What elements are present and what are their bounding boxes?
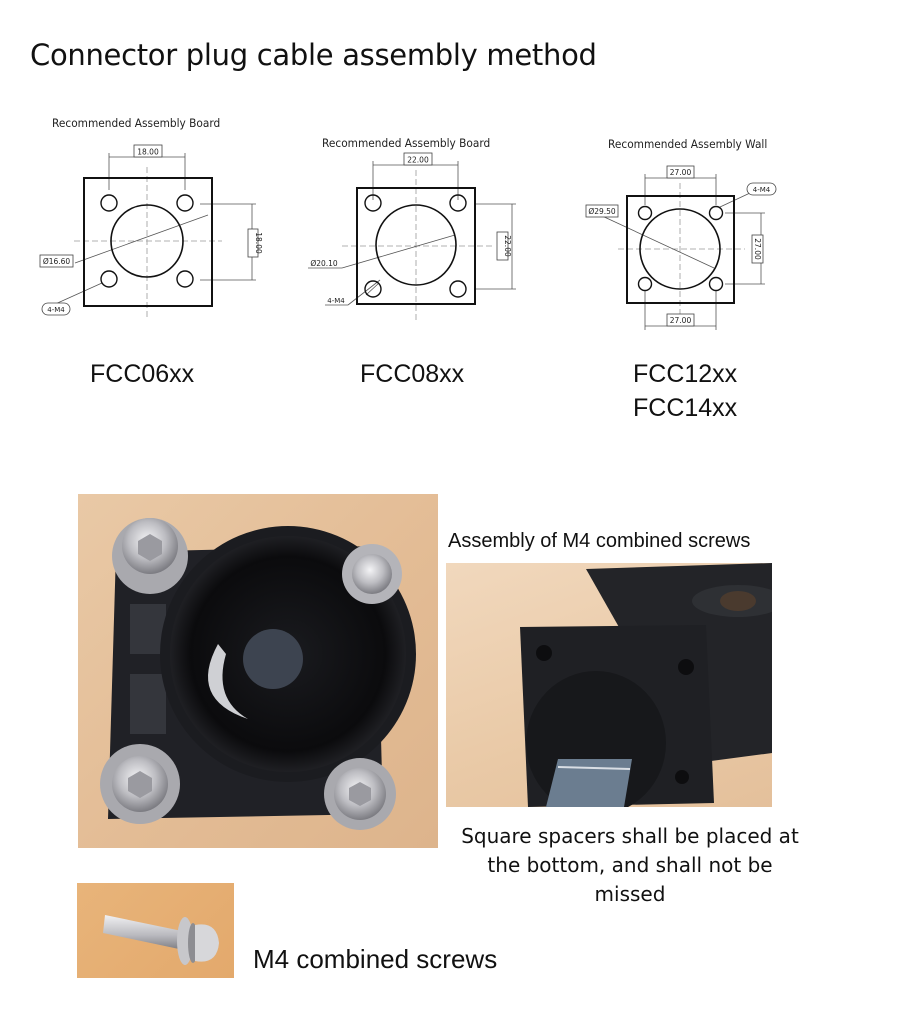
drawing-heading: Recommended Assembly Board (52, 116, 221, 130)
dim-horizontal: 22.00 (407, 156, 429, 165)
model-label: FCC12xx (633, 360, 738, 388)
dim-vertical: 18.00 (254, 232, 263, 254)
dim-diameter: Ø29.50 (588, 207, 616, 216)
assembly-caption: Assembly of M4 combined screws (448, 530, 751, 552)
dim-vertical: 22.00 (503, 235, 512, 257)
dim-mounting-holes: 4-M4 (47, 306, 65, 314)
dim-vertical: 27.00 (753, 238, 762, 260)
spacer-note: Square spacers shall be placed at the bo… (461, 824, 799, 906)
drawing-fcc12-fcc14: Recommended Assembly Wall 27.00 2 (580, 125, 800, 335)
mounting-plate-diagram: 18.00 18.00 Ø16.60 4-M4 (39, 144, 263, 320)
dim-horizontal: 27.00 (670, 168, 692, 177)
dim-mounting-holes: 4-M4 (327, 297, 345, 305)
dim-mounting-holes: 4-M4 (753, 186, 771, 194)
connector-side-view-photo (446, 563, 772, 807)
model-label: FCC08xx (360, 360, 465, 388)
dim-horizontal: 18.00 (137, 148, 159, 157)
model-label: FCC14xx (633, 394, 738, 422)
m4-screw-photo (77, 883, 234, 978)
drawing-fcc08: Recommended Assembly Board 22.00 22.00 Ø… (300, 125, 530, 325)
drawing-heading: Recommended Assembly Wall (608, 137, 768, 151)
dim-bottom: 27.00 (670, 316, 692, 325)
dim-diameter: Ø16.60 (43, 257, 71, 266)
dim-diameter: Ø20.10 (310, 259, 338, 268)
connector-top-view-photo (78, 494, 438, 848)
screw-top-left-icon (112, 518, 188, 594)
screw-caption: M4 combined screws (253, 944, 498, 974)
page-title: Connector plug cable assembly method (30, 38, 597, 72)
drawing-heading: Recommended Assembly Board (322, 136, 491, 150)
mounting-plate-diagram: 27.00 27.00 27.00 Ø29.50 4-M4 (585, 165, 777, 330)
drawing-fcc06: Recommended Assembly Board 18.00 (30, 105, 270, 330)
mounting-plate-diagram: 22.00 22.00 Ø20.10 4-M4 (308, 152, 516, 320)
model-label: FCC06xx (90, 360, 195, 388)
